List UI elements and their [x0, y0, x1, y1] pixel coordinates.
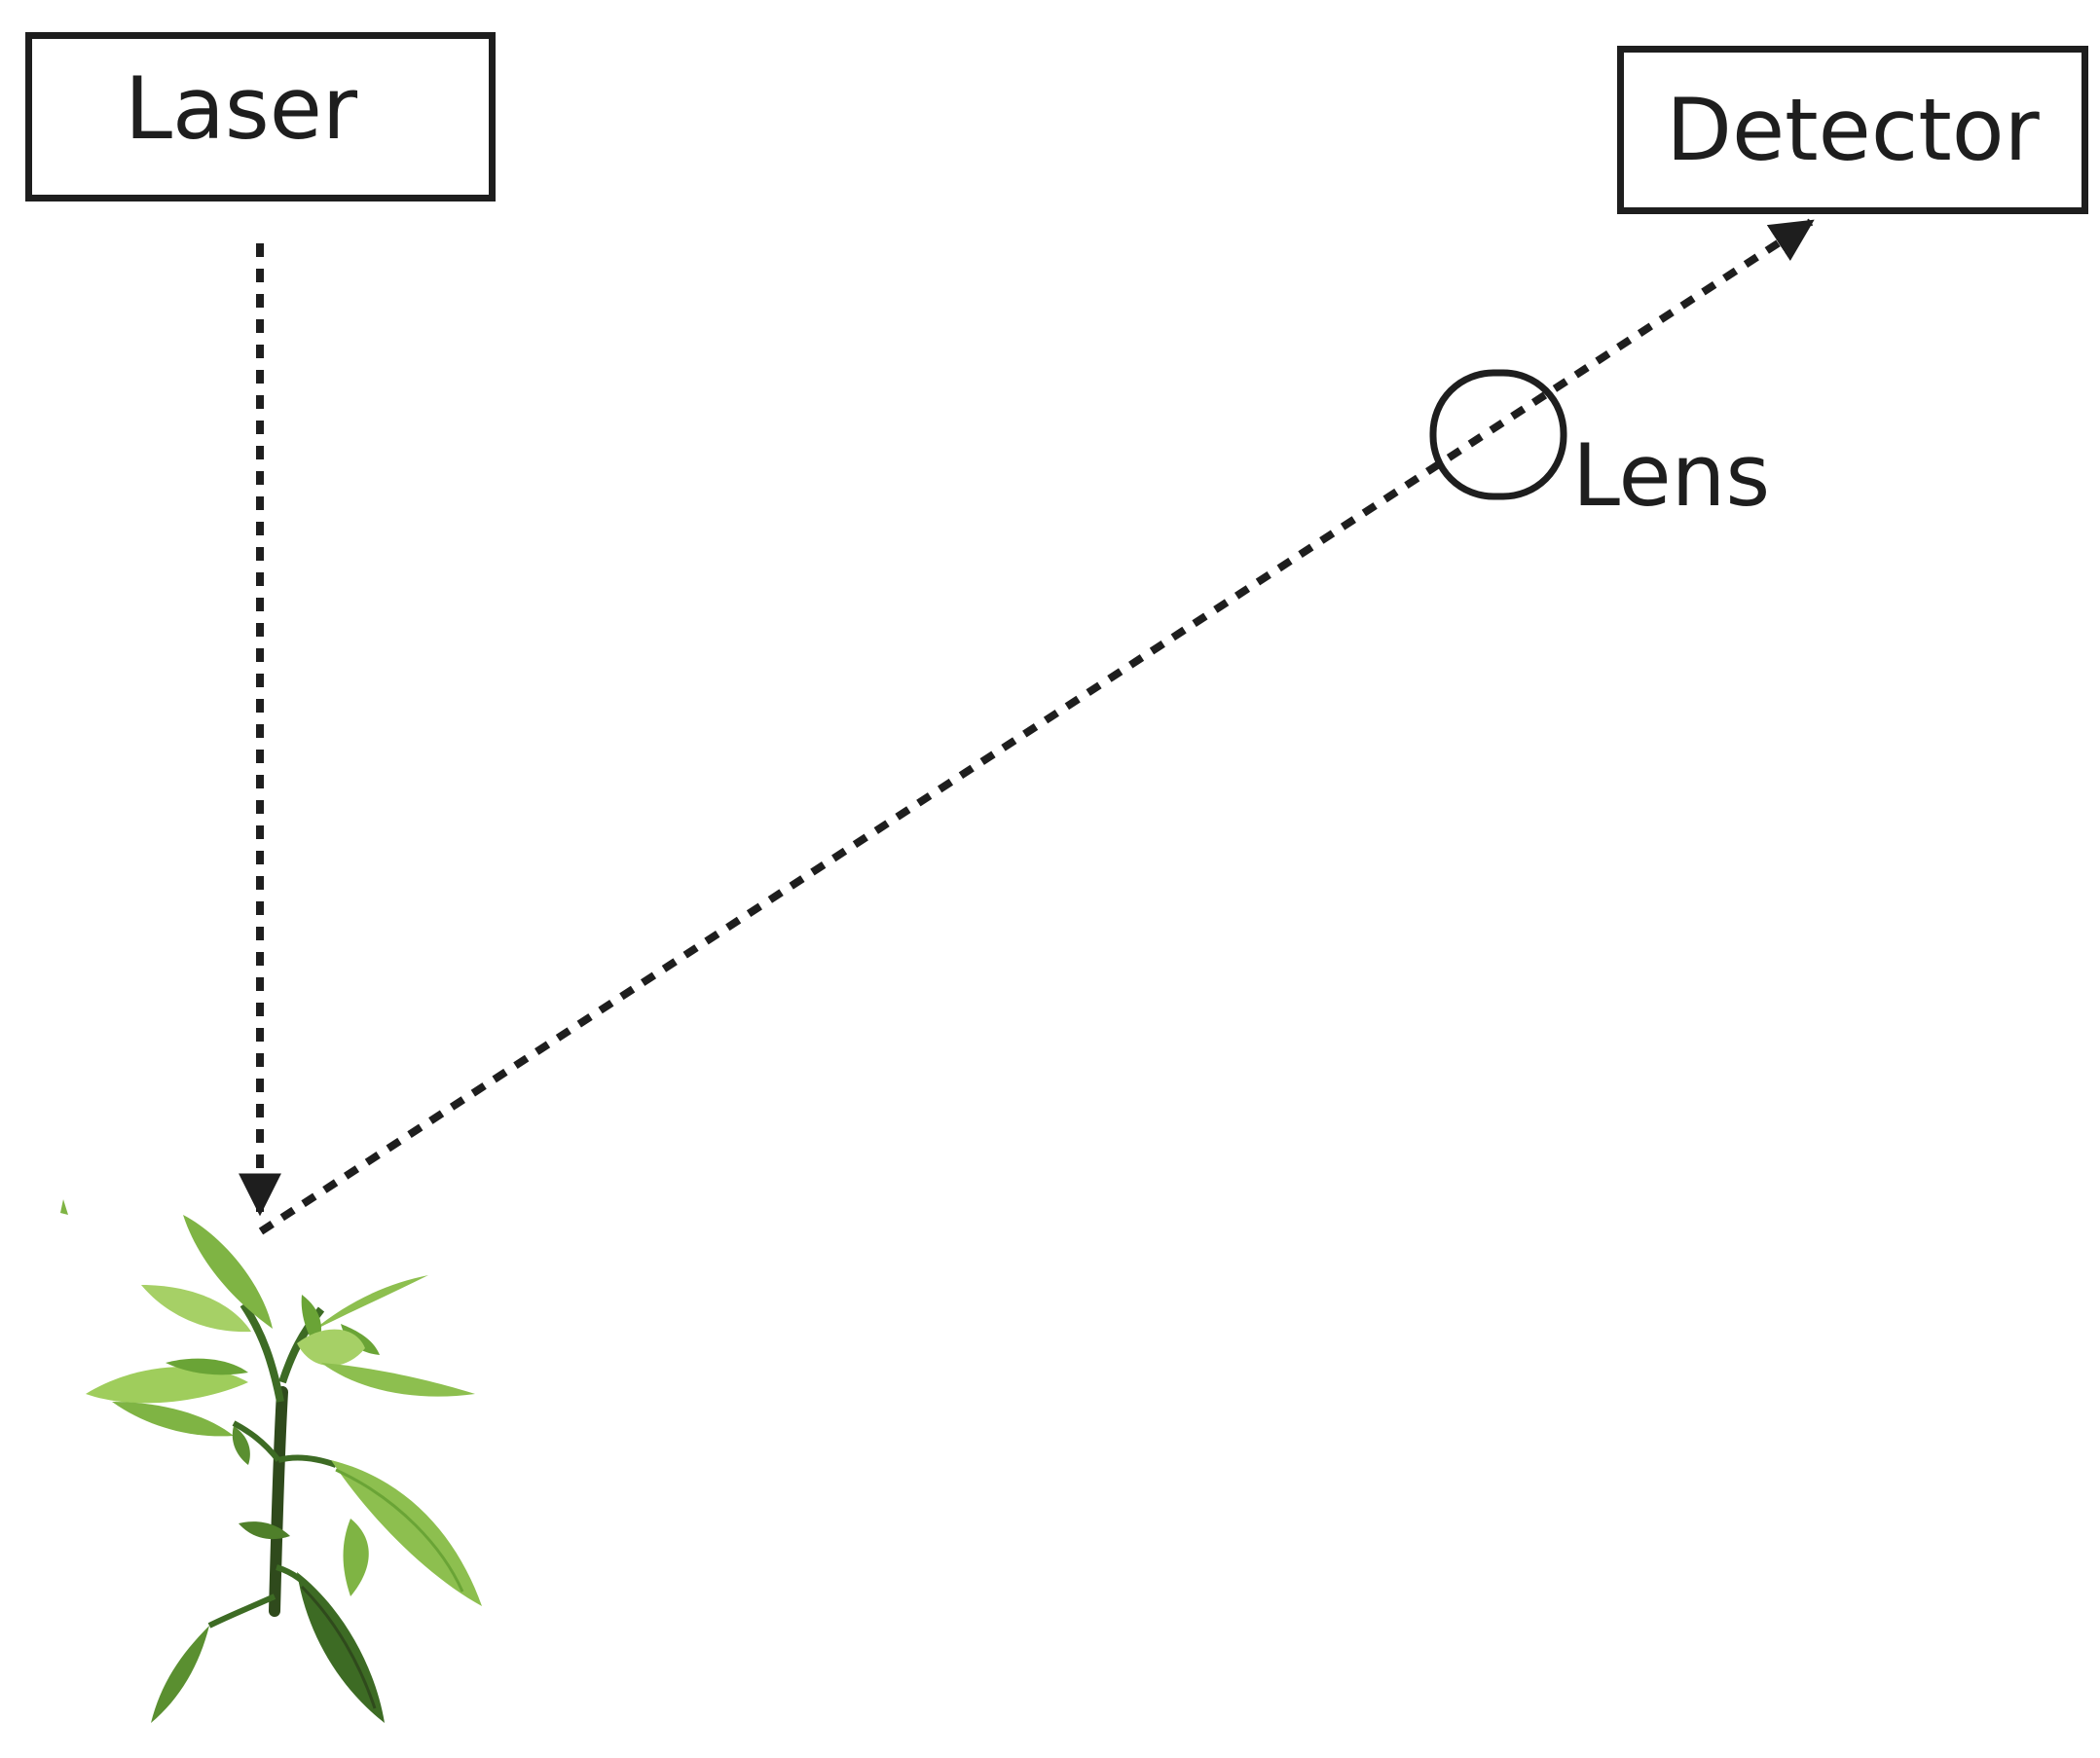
lens-label: Lens — [1572, 425, 1771, 526]
lens-circle-icon — [1429, 369, 1567, 500]
laser-box: Laser — [25, 32, 496, 201]
scattered-beam-arrow — [258, 218, 1815, 1235]
laser-label: Laser — [124, 57, 358, 159]
pepper-plant-icon — [60, 1199, 482, 1723]
detector-box: Detector — [1617, 46, 2088, 214]
detector-label: Detector — [1666, 80, 2040, 180]
